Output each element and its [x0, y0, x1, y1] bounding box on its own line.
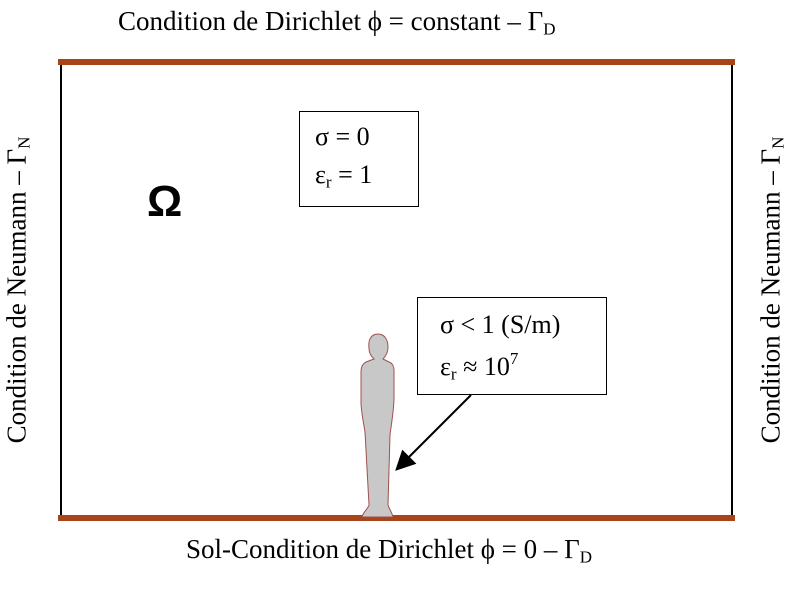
- pointer-arrow: [395, 394, 472, 471]
- dirichlet-top-label: Condition de Dirichlet ϕ = constant – ΓD: [118, 6, 556, 39]
- computation-domain: [60, 60, 733, 518]
- human-figure: [360, 333, 395, 518]
- air-permittivity: εr = 1: [315, 160, 373, 192]
- body-permittivity: εr ≈ 107: [440, 349, 519, 384]
- air-properties-box: σ = 0 εr = 1: [299, 111, 419, 207]
- ground-dirichlet-label: Sol-Condition de Dirichlet ϕ = 0 – ΓD: [186, 534, 593, 567]
- dirichlet-top-boundary: [58, 59, 735, 65]
- air-sigma: σ = 0: [315, 122, 370, 151]
- body-properties-box: σ < 1 (S/m) εr ≈ 107: [417, 297, 607, 395]
- ground-boundary: [58, 515, 735, 521]
- body-sigma: σ < 1 (S/m): [440, 310, 561, 339]
- domain-omega-symbol: Ω: [147, 177, 183, 226]
